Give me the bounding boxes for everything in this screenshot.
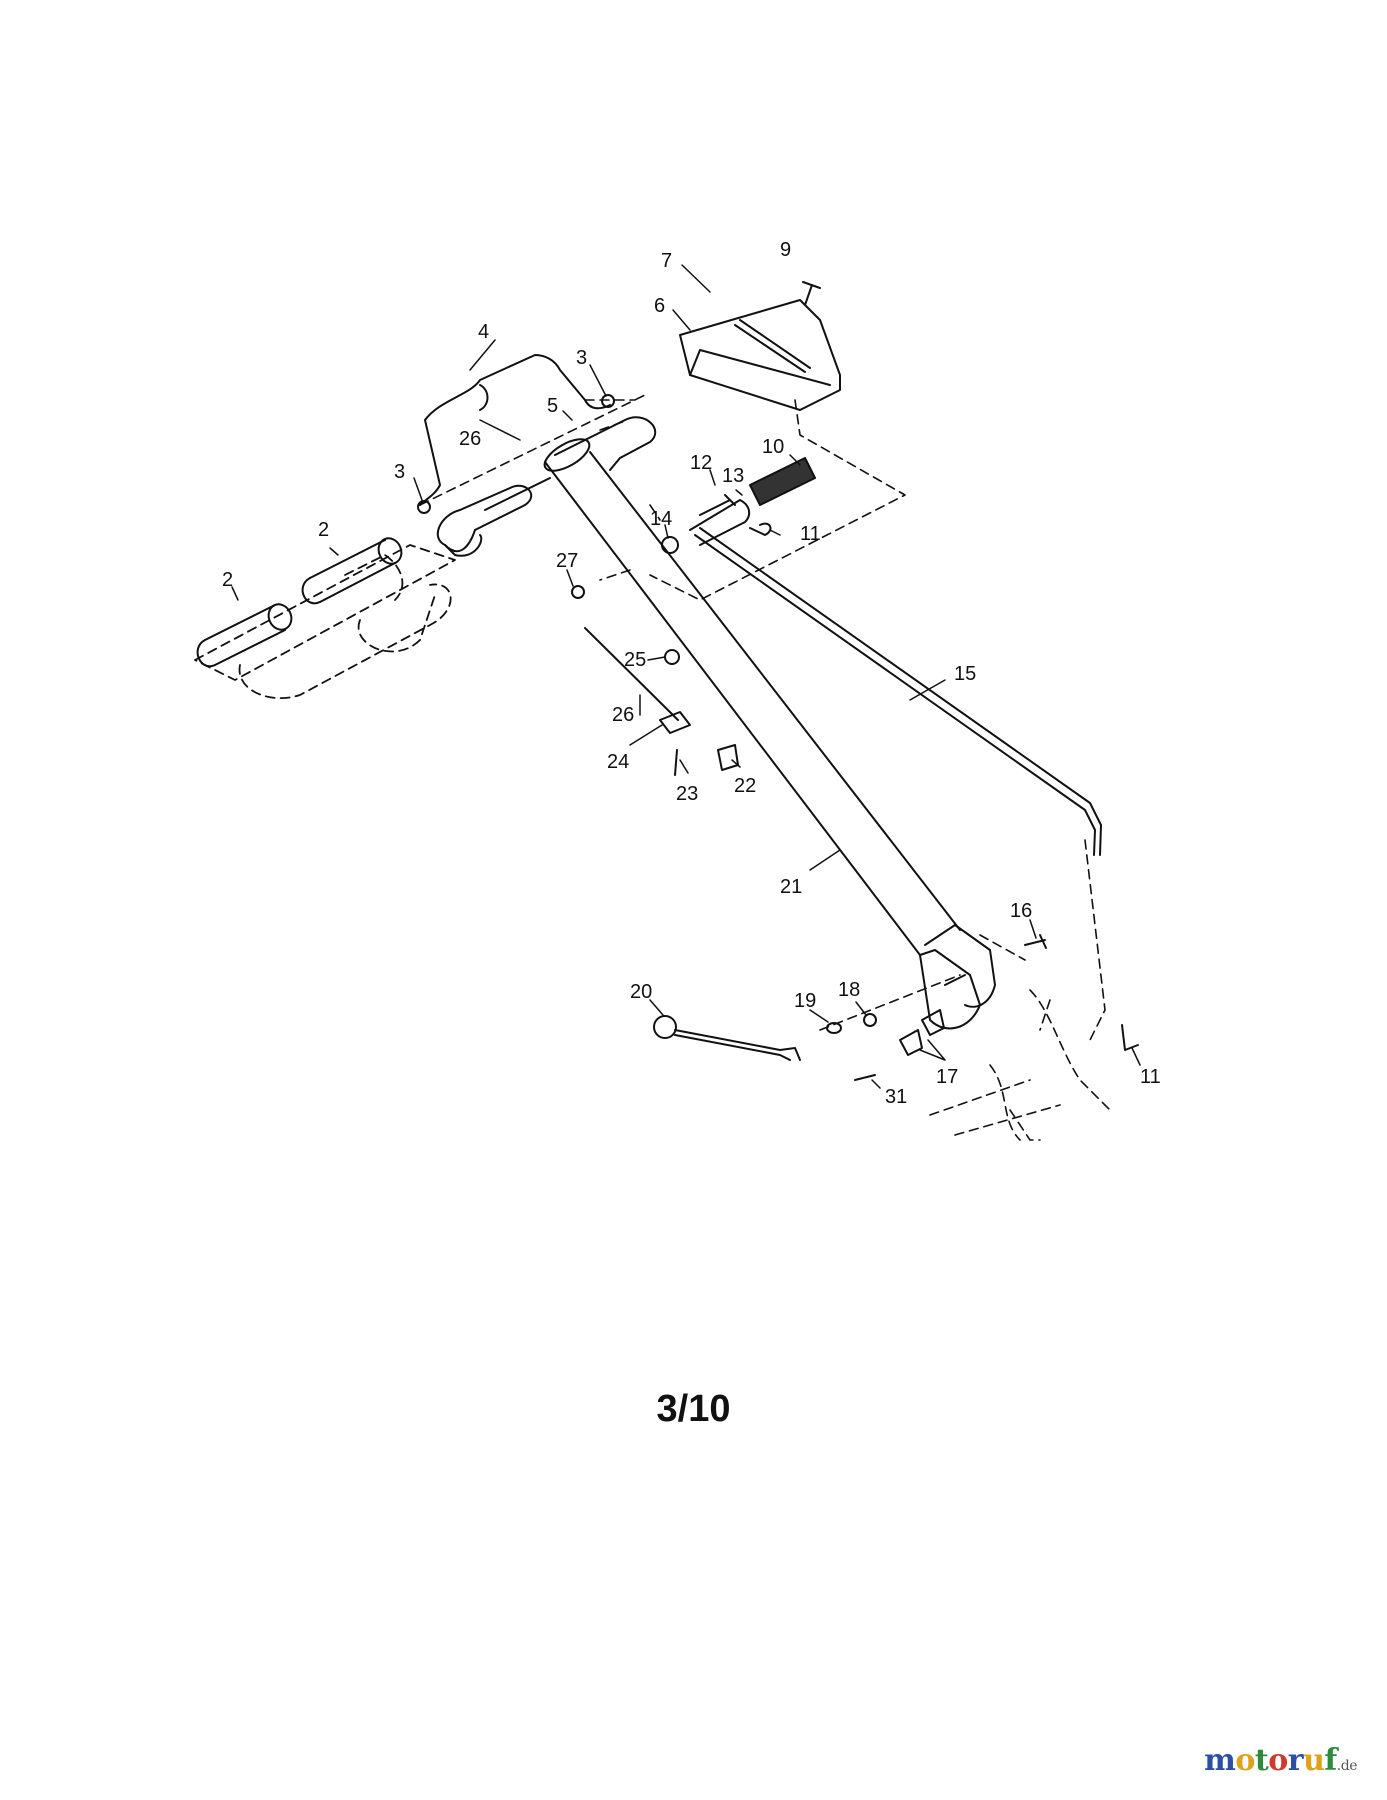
callout-21: 21 — [780, 876, 802, 898]
callout-20: 20 — [630, 981, 652, 1003]
callout-22: 22 — [734, 775, 756, 797]
bolt-16 — [1024, 934, 1047, 949]
bolt-31 — [854, 1074, 876, 1081]
clip-22 — [717, 744, 739, 771]
callout-11-bottom: 11 — [1140, 1066, 1161, 1088]
rod-26-lower — [584, 627, 679, 721]
cotter-pin-11 — [749, 522, 772, 536]
shift-grip — [749, 457, 816, 506]
lever-20 — [653, 1015, 801, 1061]
control-bail — [419, 354, 611, 506]
callout-27: 27 — [556, 550, 578, 572]
callout-15: 15 — [954, 663, 976, 685]
nut-25 — [664, 649, 680, 665]
page-number: 3/10 — [656, 1388, 731, 1430]
callout-5: 5 — [547, 395, 558, 417]
callout-2-right: 2 — [318, 519, 329, 541]
callout-6: 6 — [654, 295, 665, 317]
callout-3-top: 3 — [576, 347, 587, 369]
hand-grip-left — [196, 603, 293, 668]
callout-10: 10 — [762, 436, 784, 458]
callout-12: 12 — [690, 452, 712, 474]
callout-26-bottom: 26 — [612, 704, 634, 726]
logo-letter: m — [1204, 1743, 1236, 1778]
knob-17-a — [899, 1029, 923, 1056]
handlebar-frame — [436, 416, 657, 557]
callout-23: 23 — [676, 783, 698, 805]
callout-4: 4 — [478, 321, 489, 343]
shifter-rod — [694, 527, 1102, 856]
callout-31: 31 — [885, 1086, 907, 1108]
washer-3-right — [601, 394, 615, 408]
knob-17-b — [921, 1009, 945, 1036]
handle-tube — [543, 438, 996, 1030]
screw-12 — [699, 494, 736, 516]
hand-grip-right — [301, 537, 403, 605]
callout-17: 17 — [936, 1066, 958, 1088]
callout-11-top: 11 — [800, 523, 821, 545]
callout-26-top: 26 — [459, 428, 481, 450]
callout-18: 18 — [838, 979, 860, 1001]
ghost-handle-base — [194, 544, 456, 700]
logo-letter: f — [1324, 1743, 1337, 1778]
callout-numbers: 7 9 6 4 3 5 26 3 10 12 13 14 11 2 27 2 2… — [222, 239, 1161, 1108]
logo-letter: r — [1287, 1743, 1304, 1778]
clip-11-right — [1121, 1024, 1139, 1051]
washer-3-left — [417, 500, 431, 514]
washer-19 — [826, 1022, 842, 1034]
callout-24: 24 — [607, 751, 629, 773]
motoruf-logo[interactable]: motoruf.de — [1204, 1743, 1357, 1778]
callout-16: 16 — [1010, 900, 1032, 922]
screw-9 — [802, 281, 821, 306]
nut-27 — [571, 585, 585, 599]
callout-25: 25 — [624, 649, 646, 671]
logo-letter: o — [1268, 1743, 1288, 1778]
console-cover — [679, 299, 841, 411]
bracket-24 — [659, 711, 691, 734]
logo-letter: o — [1235, 1743, 1255, 1778]
callout-3-left: 3 — [394, 461, 405, 483]
callout-19: 19 — [794, 990, 816, 1012]
shift-arm — [689, 499, 751, 546]
callout-7: 7 — [661, 250, 672, 272]
control-bail-inner — [479, 384, 489, 411]
callout-14: 14 — [650, 508, 672, 530]
logo-letter: u — [1303, 1743, 1325, 1778]
callout-13: 13 — [722, 465, 744, 487]
callout-2-left: 2 — [222, 569, 233, 591]
logo-suffix: .de — [1336, 1758, 1358, 1774]
leader-lines — [231, 264, 1141, 1089]
nut-18 — [863, 1013, 877, 1027]
assembly-dashed-lines — [419, 394, 1111, 1141]
logo-letter: t — [1254, 1743, 1269, 1778]
bushing-14 — [661, 536, 679, 554]
callout-9: 9 — [780, 239, 791, 261]
bolt-23 — [674, 749, 678, 776]
